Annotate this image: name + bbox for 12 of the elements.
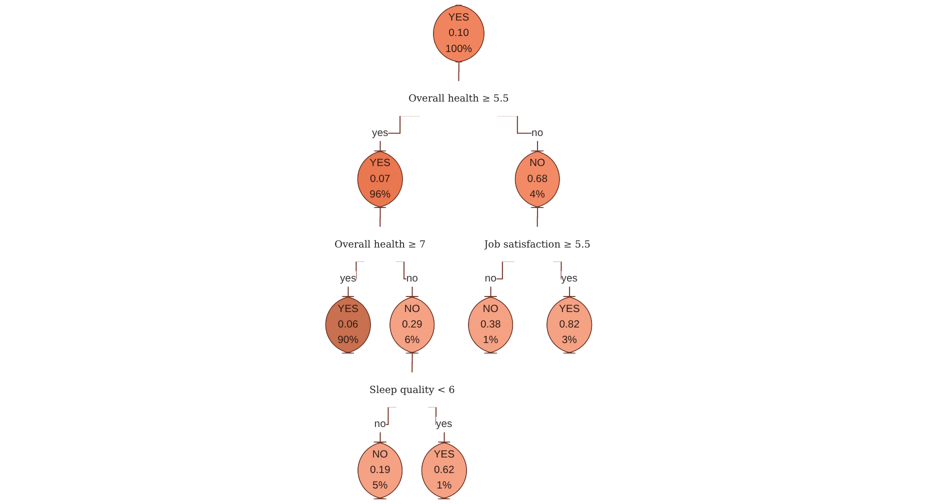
edge-label: no: [484, 273, 496, 284]
edge-label: no: [374, 418, 386, 430]
edge-label: yes: [561, 273, 578, 284]
edge-label: yes: [340, 273, 356, 284]
edge-label: yes: [436, 418, 452, 430]
edge-label: no: [406, 273, 418, 284]
connector: [536, 207, 538, 228]
edge-label: yes: [372, 127, 388, 138]
connector: [380, 207, 381, 228]
edge-label: no: [532, 127, 544, 138]
connector: [412, 352, 413, 374]
connector: [458, 62, 460, 82]
